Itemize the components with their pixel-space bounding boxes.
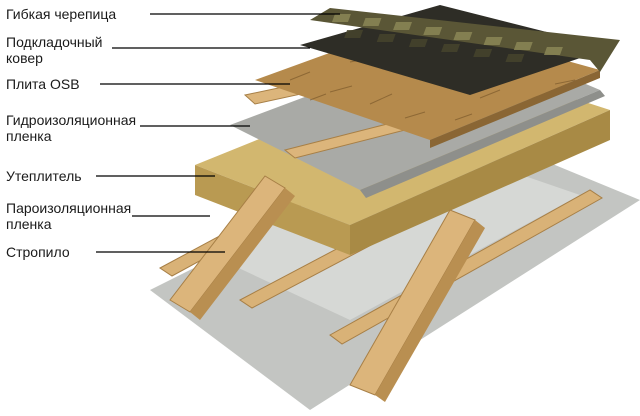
label-underlay-carpet: Подкладочный ковер: [6, 34, 103, 66]
label-insulation: Утеплитель: [6, 168, 82, 184]
leader-lines: [96, 13, 340, 253]
rafter-left-side: [190, 188, 295, 320]
label-flexible-shingles: Гибкая черепица: [6, 6, 117, 22]
insulation-side: [350, 110, 610, 255]
waterproof-membrane-fold: [360, 90, 605, 198]
label-rafter: Стропило: [6, 244, 70, 260]
rafter-right-side: [375, 220, 485, 402]
shingle-tiles: [331, 14, 563, 62]
label-waterproof-membrane: Гидроизоляционная пленка: [6, 112, 137, 144]
osb-board-edge: [430, 70, 600, 148]
label-vapor-barrier: Пароизоляционная пленка: [6, 200, 132, 232]
label-osb-board: Плита OSB: [6, 76, 80, 92]
